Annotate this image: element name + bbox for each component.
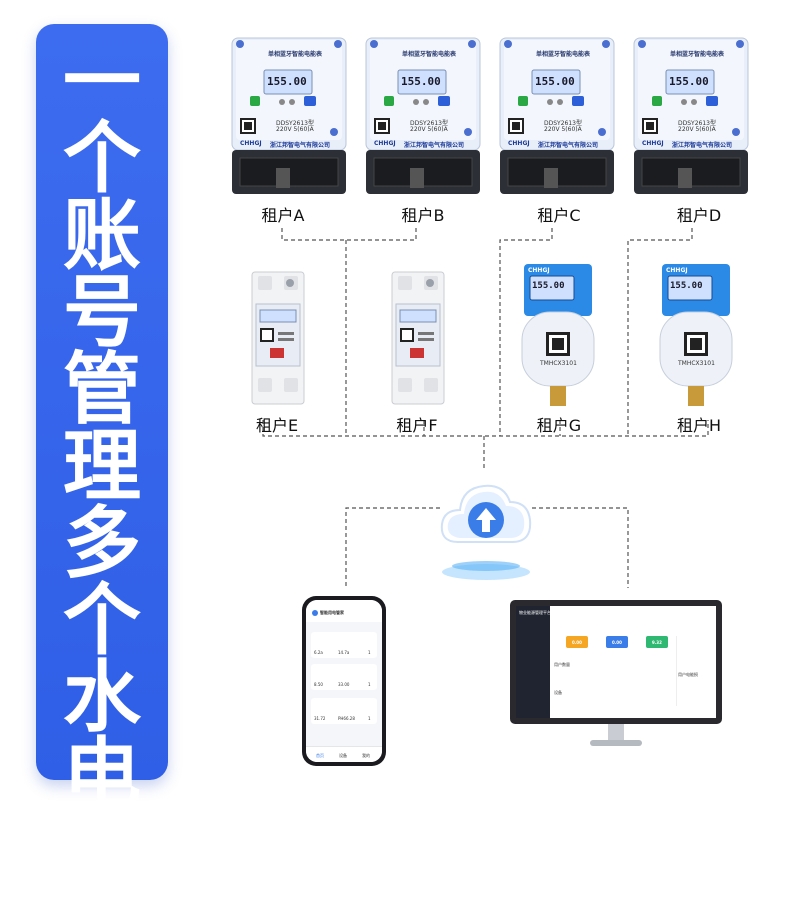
phone-value: PH66.28 bbox=[338, 716, 355, 721]
banner-char: 一 bbox=[62, 37, 141, 127]
meter-brand: CHHGJ bbox=[508, 140, 530, 147]
desktop-monitor: 物业能源管理平台 0.00 0.00 9.32 用户数量 设备 用户电能损 bbox=[510, 600, 722, 750]
meter-spec: 220V 5(60)A bbox=[410, 126, 448, 133]
app-logo-icon bbox=[312, 610, 318, 616]
phone-value: 33.00 bbox=[338, 682, 350, 687]
tenant-h-label: 租户H bbox=[676, 416, 722, 435]
tenant-f-label: 租户F bbox=[396, 416, 438, 435]
banner-title: 一 个 账 号 管 理 多 个 水 电 表 bbox=[36, 37, 168, 897]
water-meter-icon bbox=[521, 264, 595, 406]
phone-device: 智能用电管家 6.2a 14.7a 1 8.50 33.00 1 31.72 P… bbox=[302, 596, 386, 766]
desktop-app-title: 物业能源管理平台 bbox=[519, 610, 551, 615]
phone-card[interactable] bbox=[311, 664, 377, 690]
desktop-label: 设备 bbox=[554, 690, 562, 695]
din-rail-meter-icon bbox=[251, 271, 305, 405]
electric-meter-icon bbox=[633, 37, 749, 194]
electric-meter-d: 单相蓝牙智能电能表 155.00 DDSY2613型 220V 5(60)A C… bbox=[632, 36, 750, 194]
electric-meter-c: 单相蓝牙智能电能表 155.00 DDSY2613型 220V 5(60)A C… bbox=[498, 36, 616, 194]
phone-tab-me[interactable]: 我的 bbox=[362, 753, 370, 758]
water-meter-h: CHHGJ 155.00 TMHCX3101 bbox=[656, 262, 736, 410]
phone-value: 1 bbox=[368, 716, 371, 721]
tenant-a-label: 租户A bbox=[261, 206, 305, 225]
phone-value: 8.50 bbox=[314, 682, 323, 687]
electric-meter-icon bbox=[231, 37, 347, 194]
electric-meter-icon bbox=[499, 37, 615, 194]
meter-model: DDSY2613型 bbox=[410, 120, 448, 127]
water-meter-reading: 155.00 bbox=[532, 281, 565, 291]
din-meter-f bbox=[390, 270, 446, 406]
water-meter-brand: CHHGJ bbox=[528, 267, 550, 274]
electric-meter-b: 单相蓝牙智能电能表 155.00 DDSY2613型 220V 5(60)A C… bbox=[364, 36, 482, 194]
meter-model: DDSY2613型 bbox=[544, 120, 582, 127]
meter-model: DDSY2613型 bbox=[678, 120, 716, 127]
water-meter-serial: TMHCX3101 bbox=[678, 360, 715, 367]
desktop-stat: 0.00 bbox=[572, 640, 582, 645]
meter-reading: 155.00 bbox=[669, 75, 709, 88]
tenant-c-label: 租户C bbox=[537, 206, 581, 225]
phone-tab-home[interactable]: 首页 bbox=[316, 753, 324, 758]
meter-title: 单相蓝牙智能电能表 bbox=[402, 51, 457, 58]
banner-char: 个 bbox=[62, 114, 141, 204]
phone-value: 1 bbox=[368, 682, 371, 687]
meter-title: 单相蓝牙智能电能表 bbox=[670, 51, 725, 58]
water-meter-icon bbox=[659, 264, 733, 406]
water-meter-serial: TMHCX3101 bbox=[540, 360, 577, 367]
phone-value: 1 bbox=[368, 650, 371, 655]
banner-char: 管 bbox=[62, 345, 141, 435]
meter-company: 浙江邦智电气有限公司 bbox=[270, 142, 331, 149]
phone-value: 14.7a bbox=[338, 650, 350, 655]
desktop-label: 用户电能损 bbox=[678, 672, 698, 677]
title-banner: 一 个 账 号 管 理 多 个 水 电 表 bbox=[36, 24, 168, 891]
electric-meter-a: 单相蓝牙智能电能表 155.00 DDSY2613型 220V 5(60)A C… bbox=[230, 36, 348, 194]
phone-screen: 智能用电管家 6.2a 14.7a 1 8.50 33.00 1 31.72 P… bbox=[306, 600, 382, 762]
meter-title: 单相蓝牙智能电能表 bbox=[536, 51, 591, 58]
tenant-g-label: 租户G bbox=[536, 416, 582, 435]
meter-brand: CHHGJ bbox=[642, 140, 664, 147]
meter-model: DDSY2613型 bbox=[276, 120, 314, 127]
meter-brand: CHHGJ bbox=[240, 140, 262, 147]
banner-char: 多 bbox=[62, 499, 141, 589]
desktop-label: 用户数量 bbox=[554, 662, 570, 667]
desktop-stat: 9.32 bbox=[652, 640, 662, 645]
din-meter-e bbox=[250, 270, 306, 406]
desktop-stat: 0.00 bbox=[612, 640, 622, 645]
phone-app-title: 智能用电管家 bbox=[320, 610, 344, 615]
meter-company: 浙江邦智电气有限公司 bbox=[672, 142, 733, 149]
banner-char: 个 bbox=[62, 576, 141, 666]
phone-card[interactable] bbox=[311, 632, 377, 658]
cloud-upload-icon bbox=[440, 484, 532, 580]
monitor-stand bbox=[590, 724, 642, 746]
meter-spec: 220V 5(60)A bbox=[276, 126, 314, 133]
meter-brand: CHHGJ bbox=[374, 140, 396, 147]
meter-reading: 155.00 bbox=[535, 75, 575, 88]
banner-char: 号 bbox=[62, 268, 141, 358]
banner-char: 表 bbox=[62, 807, 141, 897]
water-meter-brand: CHHGJ bbox=[666, 267, 688, 274]
electric-meter-icon bbox=[365, 37, 481, 194]
connection-lines bbox=[262, 228, 709, 588]
meter-company: 浙江邦智电气有限公司 bbox=[404, 142, 465, 149]
phone-value: 31.72 bbox=[314, 716, 326, 721]
meter-title: 单相蓝牙智能电能表 bbox=[268, 51, 323, 58]
meter-reading: 155.00 bbox=[267, 75, 307, 88]
banner-char: 账 bbox=[62, 191, 141, 281]
water-meter-g: CHHGJ 155.00 TMHCX3101 bbox=[518, 262, 598, 410]
desktop-sidebar bbox=[516, 606, 550, 718]
water-meter-reading: 155.00 bbox=[670, 281, 703, 291]
tenant-b-label: 租户B bbox=[401, 206, 445, 225]
meter-reading: 155.00 bbox=[401, 75, 441, 88]
banner-char: 理 bbox=[62, 422, 141, 512]
phone-card[interactable] bbox=[311, 698, 377, 724]
banner-char: 水 bbox=[62, 653, 141, 743]
tenant-e-label: 租户E bbox=[255, 416, 299, 435]
meter-spec: 220V 5(60)A bbox=[544, 126, 582, 133]
din-rail-meter-icon bbox=[391, 271, 445, 405]
phone-value: 6.2a bbox=[314, 650, 323, 655]
phone-tab-devices[interactable]: 设备 bbox=[339, 753, 347, 758]
meter-company: 浙江邦智电气有限公司 bbox=[538, 142, 599, 149]
monitor-screen: 物业能源管理平台 0.00 0.00 9.32 用户数量 设备 用户电能损 bbox=[516, 606, 716, 718]
meter-spec: 220V 5(60)A bbox=[678, 126, 716, 133]
tenant-d-label: 租户D bbox=[676, 206, 722, 225]
